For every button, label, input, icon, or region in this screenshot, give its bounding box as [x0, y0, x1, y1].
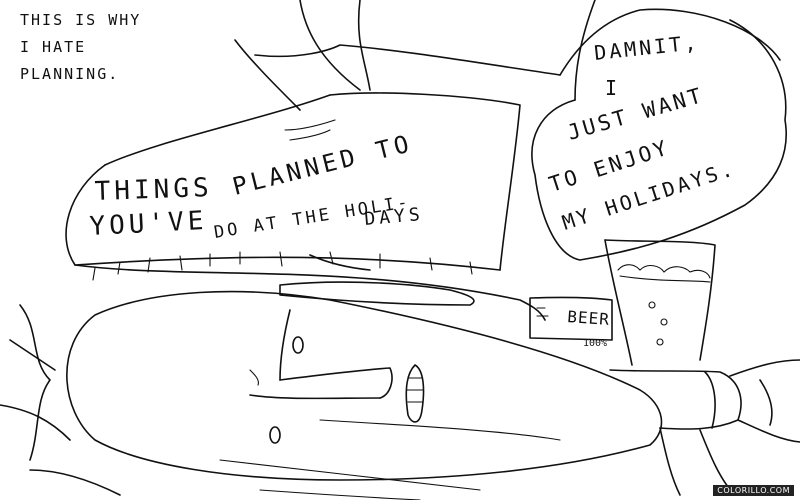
speech-text: DAMNIT, I JUST WANT TO ENJOY MY HOLIDAYS…	[546, 30, 738, 235]
beer-label: BEER	[567, 307, 611, 329]
beer-glass	[604, 239, 716, 366]
floor-strokes	[219, 419, 561, 500]
speech-bubble	[531, 19, 787, 261]
watermark: COLORILLO.COM	[713, 485, 794, 496]
pile-line-5: DAYS	[364, 204, 425, 230]
beer-percent: 100%	[583, 338, 607, 349]
caption: THIS IS WHY I HATE PLANNING.	[20, 11, 141, 83]
speech-line-2: I	[605, 76, 620, 100]
beer-box: BEER 100%	[529, 296, 613, 349]
pile-line-3: PLANNED TO	[230, 129, 416, 201]
mouth-teeth	[405, 364, 425, 423]
caption-line-2: I HATE	[20, 38, 86, 56]
speech-line-3: JUST WANT	[565, 83, 707, 145]
eye-icon	[269, 426, 281, 444]
pile-text: THINGS YOU'VE PLANNED TO DO AT THE HOLI-…	[89, 129, 425, 243]
eye-icon	[292, 336, 304, 354]
pile-line-1: THINGS	[94, 173, 213, 207]
lying-person	[0, 290, 663, 496]
paper-pile	[65, 92, 546, 321]
caption-line-1: THIS IS WHY	[20, 11, 141, 29]
pile-line-2: YOU'VE	[89, 206, 208, 242]
caption-line-3: PLANNING.	[20, 65, 119, 83]
speech-line-1: DAMNIT,	[593, 30, 700, 65]
background-strokes	[234, 0, 781, 111]
hand	[609, 359, 800, 496]
